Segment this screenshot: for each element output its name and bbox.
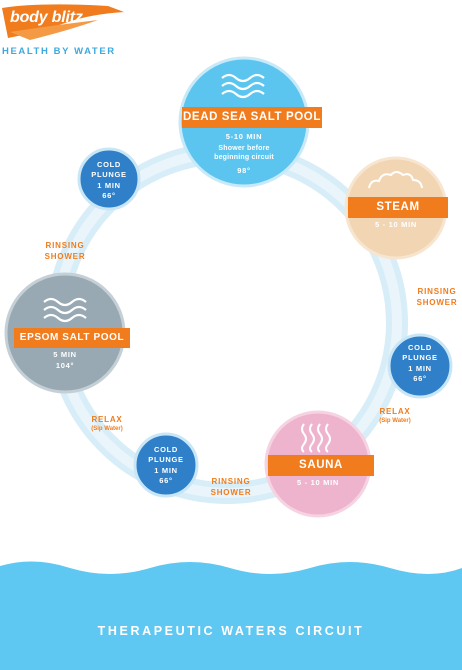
cold-plunge-right-temp: 66° xyxy=(413,374,427,383)
rinsing-shower-bottom-label: RINSING SHOWER xyxy=(210,477,252,497)
cold-plunge-right-station: COLD PLUNGE 1 MIN 66° xyxy=(387,333,453,399)
epsom-time: 5 MIN xyxy=(53,350,77,359)
cold-plunge-bottom-name: COLD PLUNGE xyxy=(148,445,184,464)
epsom-temp: 104° xyxy=(55,361,75,370)
water-wave-footer xyxy=(0,561,462,670)
epsom-banner: EPSOM SALT POOL xyxy=(14,328,130,348)
relax-right-label: RELAX xyxy=(379,407,411,416)
dead-sea-note: Shower before beginning circuit xyxy=(214,145,274,161)
cold-plunge-circle xyxy=(77,147,141,211)
cold-plunge-left-time: 1 MIN xyxy=(97,181,121,190)
steam-time: 5 - 10 MIN xyxy=(374,220,417,229)
relax-right-sub-label: (Sip Water) xyxy=(379,418,411,424)
brush-stroke-logo-icon xyxy=(2,4,124,40)
cold-plunge-right-name: COLD PLUNGE xyxy=(402,343,438,362)
relax-left-sub-label: (Sip Water) xyxy=(91,426,123,432)
dead-sea-temp: 98° xyxy=(237,166,251,175)
cold-plunge-circle xyxy=(387,333,453,399)
waves-icon xyxy=(43,297,87,323)
dead-sea-time: 5-10 MIN xyxy=(225,132,263,141)
tagline: HEALTH BY WATER xyxy=(2,46,116,57)
heat-waves-icon xyxy=(301,423,331,453)
sauna-banner: SAUNA xyxy=(268,455,374,476)
rinsing-shower-left-label: RINSING SHOWER xyxy=(44,241,86,261)
cold-plunge-left-name: COLD PLUNGE xyxy=(91,160,127,179)
cold-plunge-circle xyxy=(133,432,199,498)
cold-plunge-right-time: 1 MIN xyxy=(408,364,432,373)
logo-text: body blitz xyxy=(10,9,83,26)
logo: body blitz HEALTH BY WATER xyxy=(0,0,130,62)
footer-title: THERAPEUTIC WATERS CIRCUIT xyxy=(97,624,365,638)
cold-plunge-bottom-station: COLD PLUNGE 1 MIN 66° xyxy=(133,432,199,498)
relax-left-label: RELAX xyxy=(91,415,123,424)
cold-plunge-left-station: COLD PLUNGE 1 MIN 66° xyxy=(77,147,141,211)
waves-icon xyxy=(221,73,265,99)
rinsing-shower-right-label: RINSING SHOWER xyxy=(416,287,458,307)
steam-clouds-icon xyxy=(368,171,423,189)
cold-plunge-bottom-time: 1 MIN xyxy=(154,466,178,475)
cold-plunge-bottom-temp: 66° xyxy=(159,476,173,485)
cold-plunge-left-temp: 66° xyxy=(102,191,116,200)
steam-banner: STEAM xyxy=(348,197,448,218)
sauna-time: 5 - 10 MIN xyxy=(296,478,339,487)
dead-sea-banner: DEAD SEA SALT POOL xyxy=(182,107,322,128)
